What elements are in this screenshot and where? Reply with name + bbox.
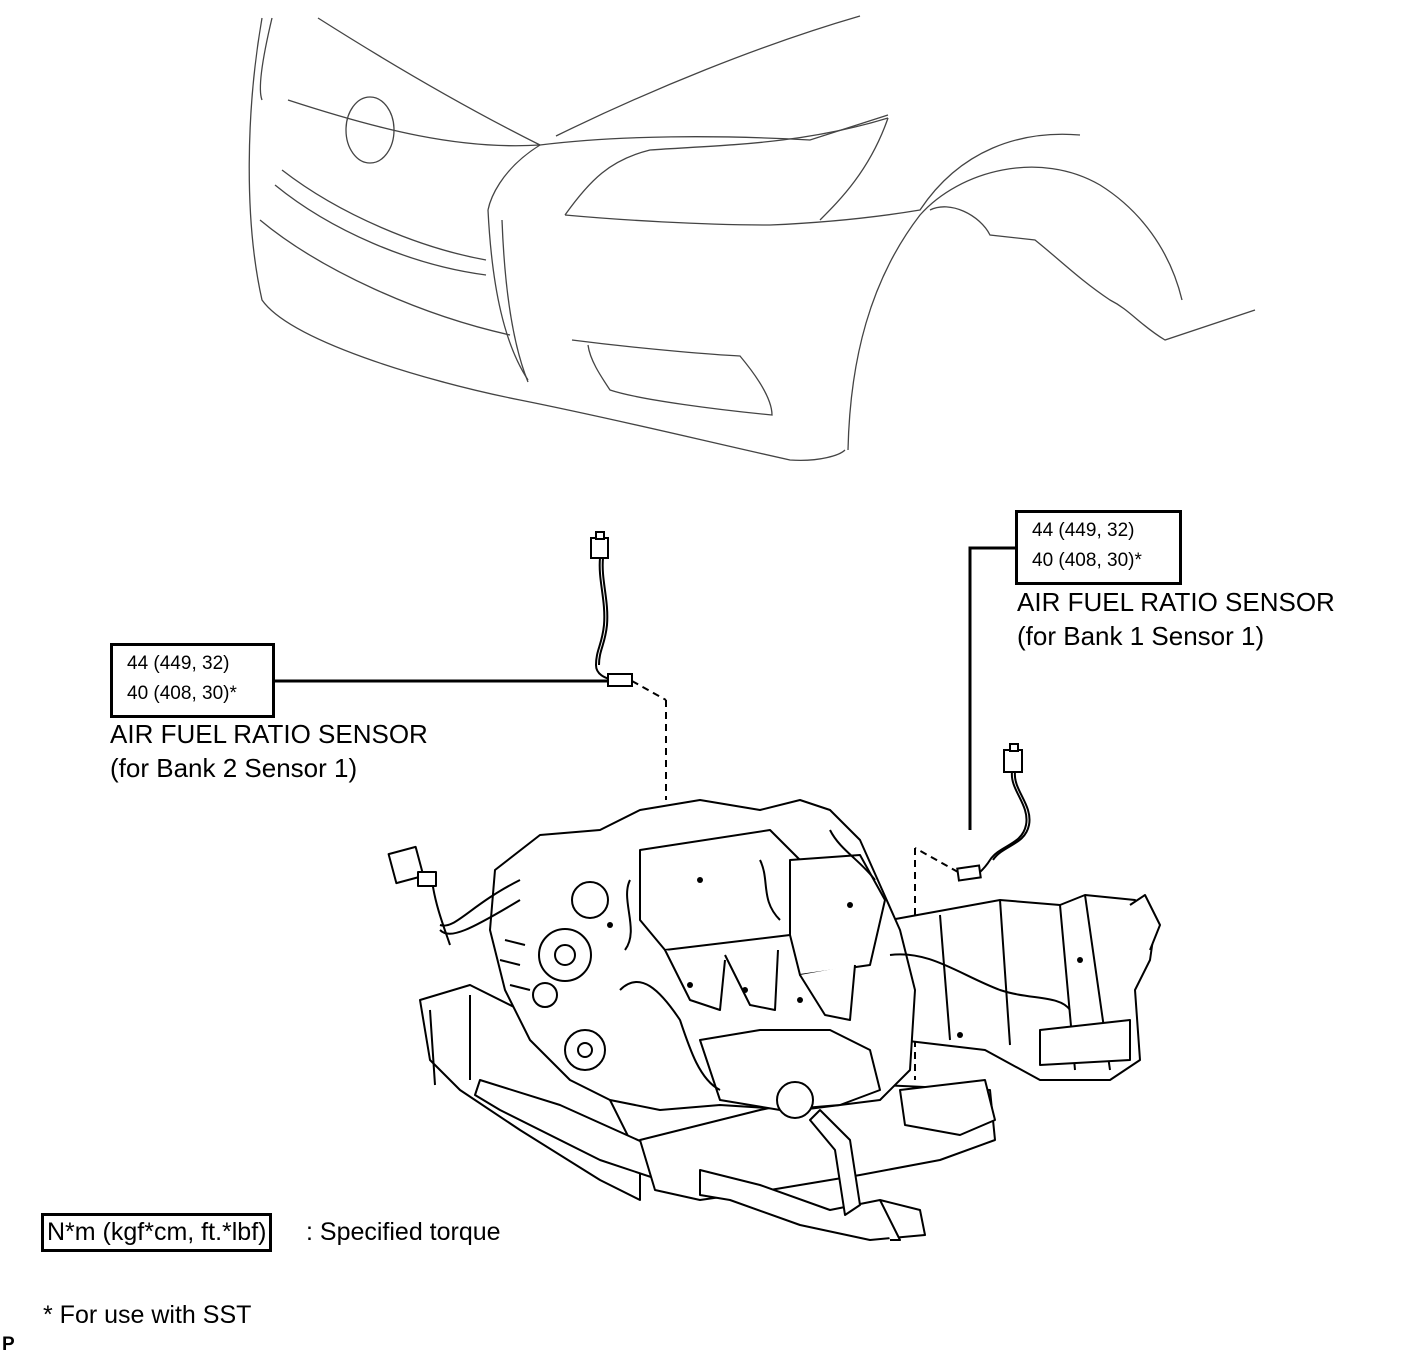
torque-value-bank1: 44 (449, 32) bbox=[1032, 520, 1135, 541]
torque-box-bank2: 44 (449, 32) 40 (408, 30)* bbox=[110, 643, 275, 718]
engine-assembly-drawing bbox=[387, 799, 1161, 1241]
torque-value-bank2: 44 (449, 32) bbox=[127, 653, 230, 674]
torque-value-sst-bank2: 40 (408, 30)* bbox=[127, 683, 237, 704]
vehicle-front-outline bbox=[248, 15, 1256, 461]
sst-footnote: * For use with SST bbox=[43, 1301, 252, 1329]
sensor-location-bank2: (for Bank 2 Sensor 1) bbox=[110, 753, 358, 783]
legend-meaning: : Specified torque bbox=[306, 1218, 501, 1246]
torque-value-sst-bank1: 40 (408, 30)* bbox=[1032, 550, 1142, 571]
sensor-location-bank1: (for Bank 1 Sensor 1) bbox=[1017, 621, 1265, 651]
sensor-name-bank2: AIR FUEL RATIO SENSOR bbox=[110, 719, 428, 749]
fog-lamp-outline bbox=[345, 96, 395, 164]
engine-detail-marks bbox=[607, 877, 1083, 1038]
torque-box-bank1: 44 (449, 32) 40 (408, 30)* bbox=[1015, 510, 1182, 585]
sensor-bank2-drawing bbox=[590, 531, 633, 687]
dashed-leader-bank2 bbox=[631, 680, 667, 701]
leader-line-bank1 bbox=[968, 546, 1016, 830]
reference-mark: P bbox=[2, 1334, 15, 1355]
sensor-name-bank1: AIR FUEL RATIO SENSOR bbox=[1017, 587, 1335, 617]
dashed-leader-bank1 bbox=[914, 847, 959, 873]
sensor-bank1-drawing bbox=[956, 743, 1031, 882]
legend-unit-box: N*m (kgf*cm, ft.*lbf) bbox=[41, 1213, 273, 1252]
